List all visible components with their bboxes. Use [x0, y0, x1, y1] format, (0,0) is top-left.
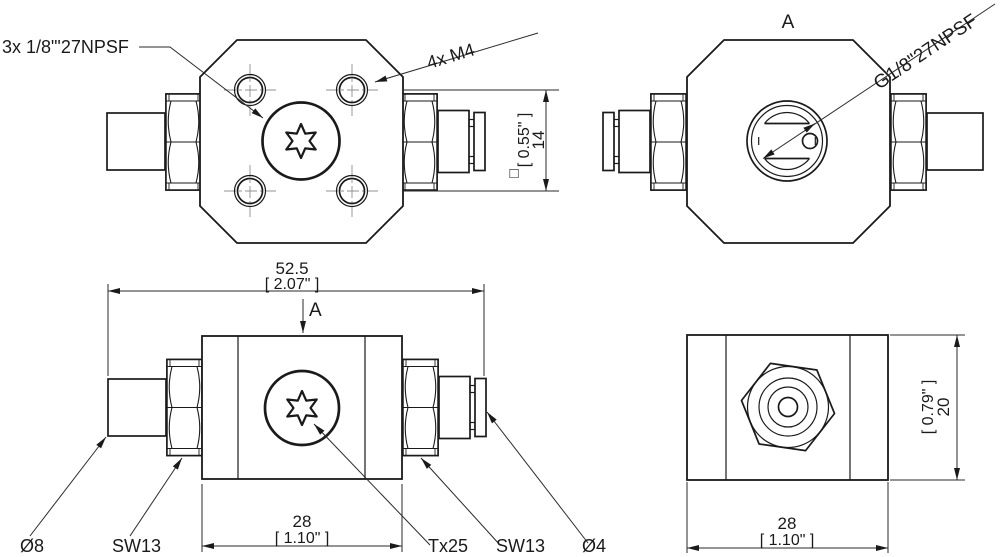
dim-body-width-end-inch: [ 1.10" ] [760, 532, 815, 549]
dim-overall-length-mm: 52.5 [275, 259, 308, 278]
push-in-fitting-right [438, 375, 487, 440]
plug-left [106, 112, 166, 171]
wrench-right-label: SW13 [496, 536, 545, 556]
m4-screws-label: 4x M4 [424, 39, 477, 72]
g-port [746, 100, 828, 182]
back-view [602, 39, 984, 244]
hex-nut-left [166, 358, 203, 457]
dim-hole-spacing-inch: [ 0.55" ] [516, 113, 533, 168]
dim-body-width-side-mm: 28 [293, 512, 312, 531]
hex-nut-left [165, 93, 202, 191]
plug-diameter-label: Ø8 [20, 536, 44, 556]
dimension-overall-length: 52.5 [ 2.07" ] [107, 259, 485, 376]
dim-hole-spacing-mm: 14 [529, 131, 548, 150]
dimension-hole-spacing: 14 [ 0.55" ] □ [404, 89, 559, 192]
callout-npsf-ports: 3x 1/8"'27NPSF [2, 37, 264, 119]
plug-right [926, 112, 984, 171]
body-rect-end [686, 334, 889, 481]
npsf-ports-label: 3x 1/8"'27NPSF [2, 37, 129, 57]
callout-tube-diameter: Ø4 [486, 411, 606, 556]
g-port-label: G1/8"27NPSF [870, 10, 981, 94]
end-view [686, 334, 889, 481]
front-view [106, 39, 486, 244]
side-view-section-arrow: A [300, 299, 322, 333]
callout-wrench-right: SW13 [420, 457, 545, 556]
hex-nut-right [401, 93, 438, 191]
hole-centerlines [224, 64, 378, 217]
plug-left [107, 378, 167, 437]
dim-overall-length-inch: [ 2.07" ] [265, 276, 320, 293]
callout-plug-diameter: Ø8 [20, 436, 107, 556]
mounting-holes [233, 73, 369, 208]
dimension-body-width-end: 28 [ 1.10" ] [686, 482, 889, 553]
hex-nut-end-on [740, 362, 836, 452]
push-in-fitting-left [602, 109, 651, 174]
dimension-body-width-side: 28 [ 1.10" ] [201, 484, 403, 552]
hex-nut-right [402, 358, 439, 457]
hex-nut-right [890, 93, 927, 191]
callout-m4-screws: 4x M4 [374, 32, 539, 83]
dim-body-width-side-inch: [ 1.10" ] [275, 530, 330, 547]
tube-diameter-label: Ø4 [582, 536, 606, 556]
dim-body-height-mm: 20 [934, 398, 953, 417]
torx-label: Tx25 [428, 536, 468, 556]
push-in-fitting-right [437, 109, 486, 174]
wrench-left-label: SW13 [112, 536, 161, 556]
callout-wrench-left: SW13 [112, 457, 183, 556]
dim-body-width-end-mm: 28 [778, 514, 797, 533]
hex-nut-left [650, 93, 687, 191]
callout-torx: Tx25 [313, 423, 468, 556]
tube-bore [777, 396, 799, 418]
dim-body-height-inch: [ 0.79" ] [920, 380, 937, 435]
side-view [107, 335, 487, 480]
square-symbol: □ [509, 165, 518, 182]
side-view-section-label: A [309, 300, 322, 321]
back-view-label-group: A [782, 12, 795, 33]
dimension-body-height: 20 [ 0.79" ] [890, 334, 965, 481]
back-view-label: A [782, 12, 795, 33]
